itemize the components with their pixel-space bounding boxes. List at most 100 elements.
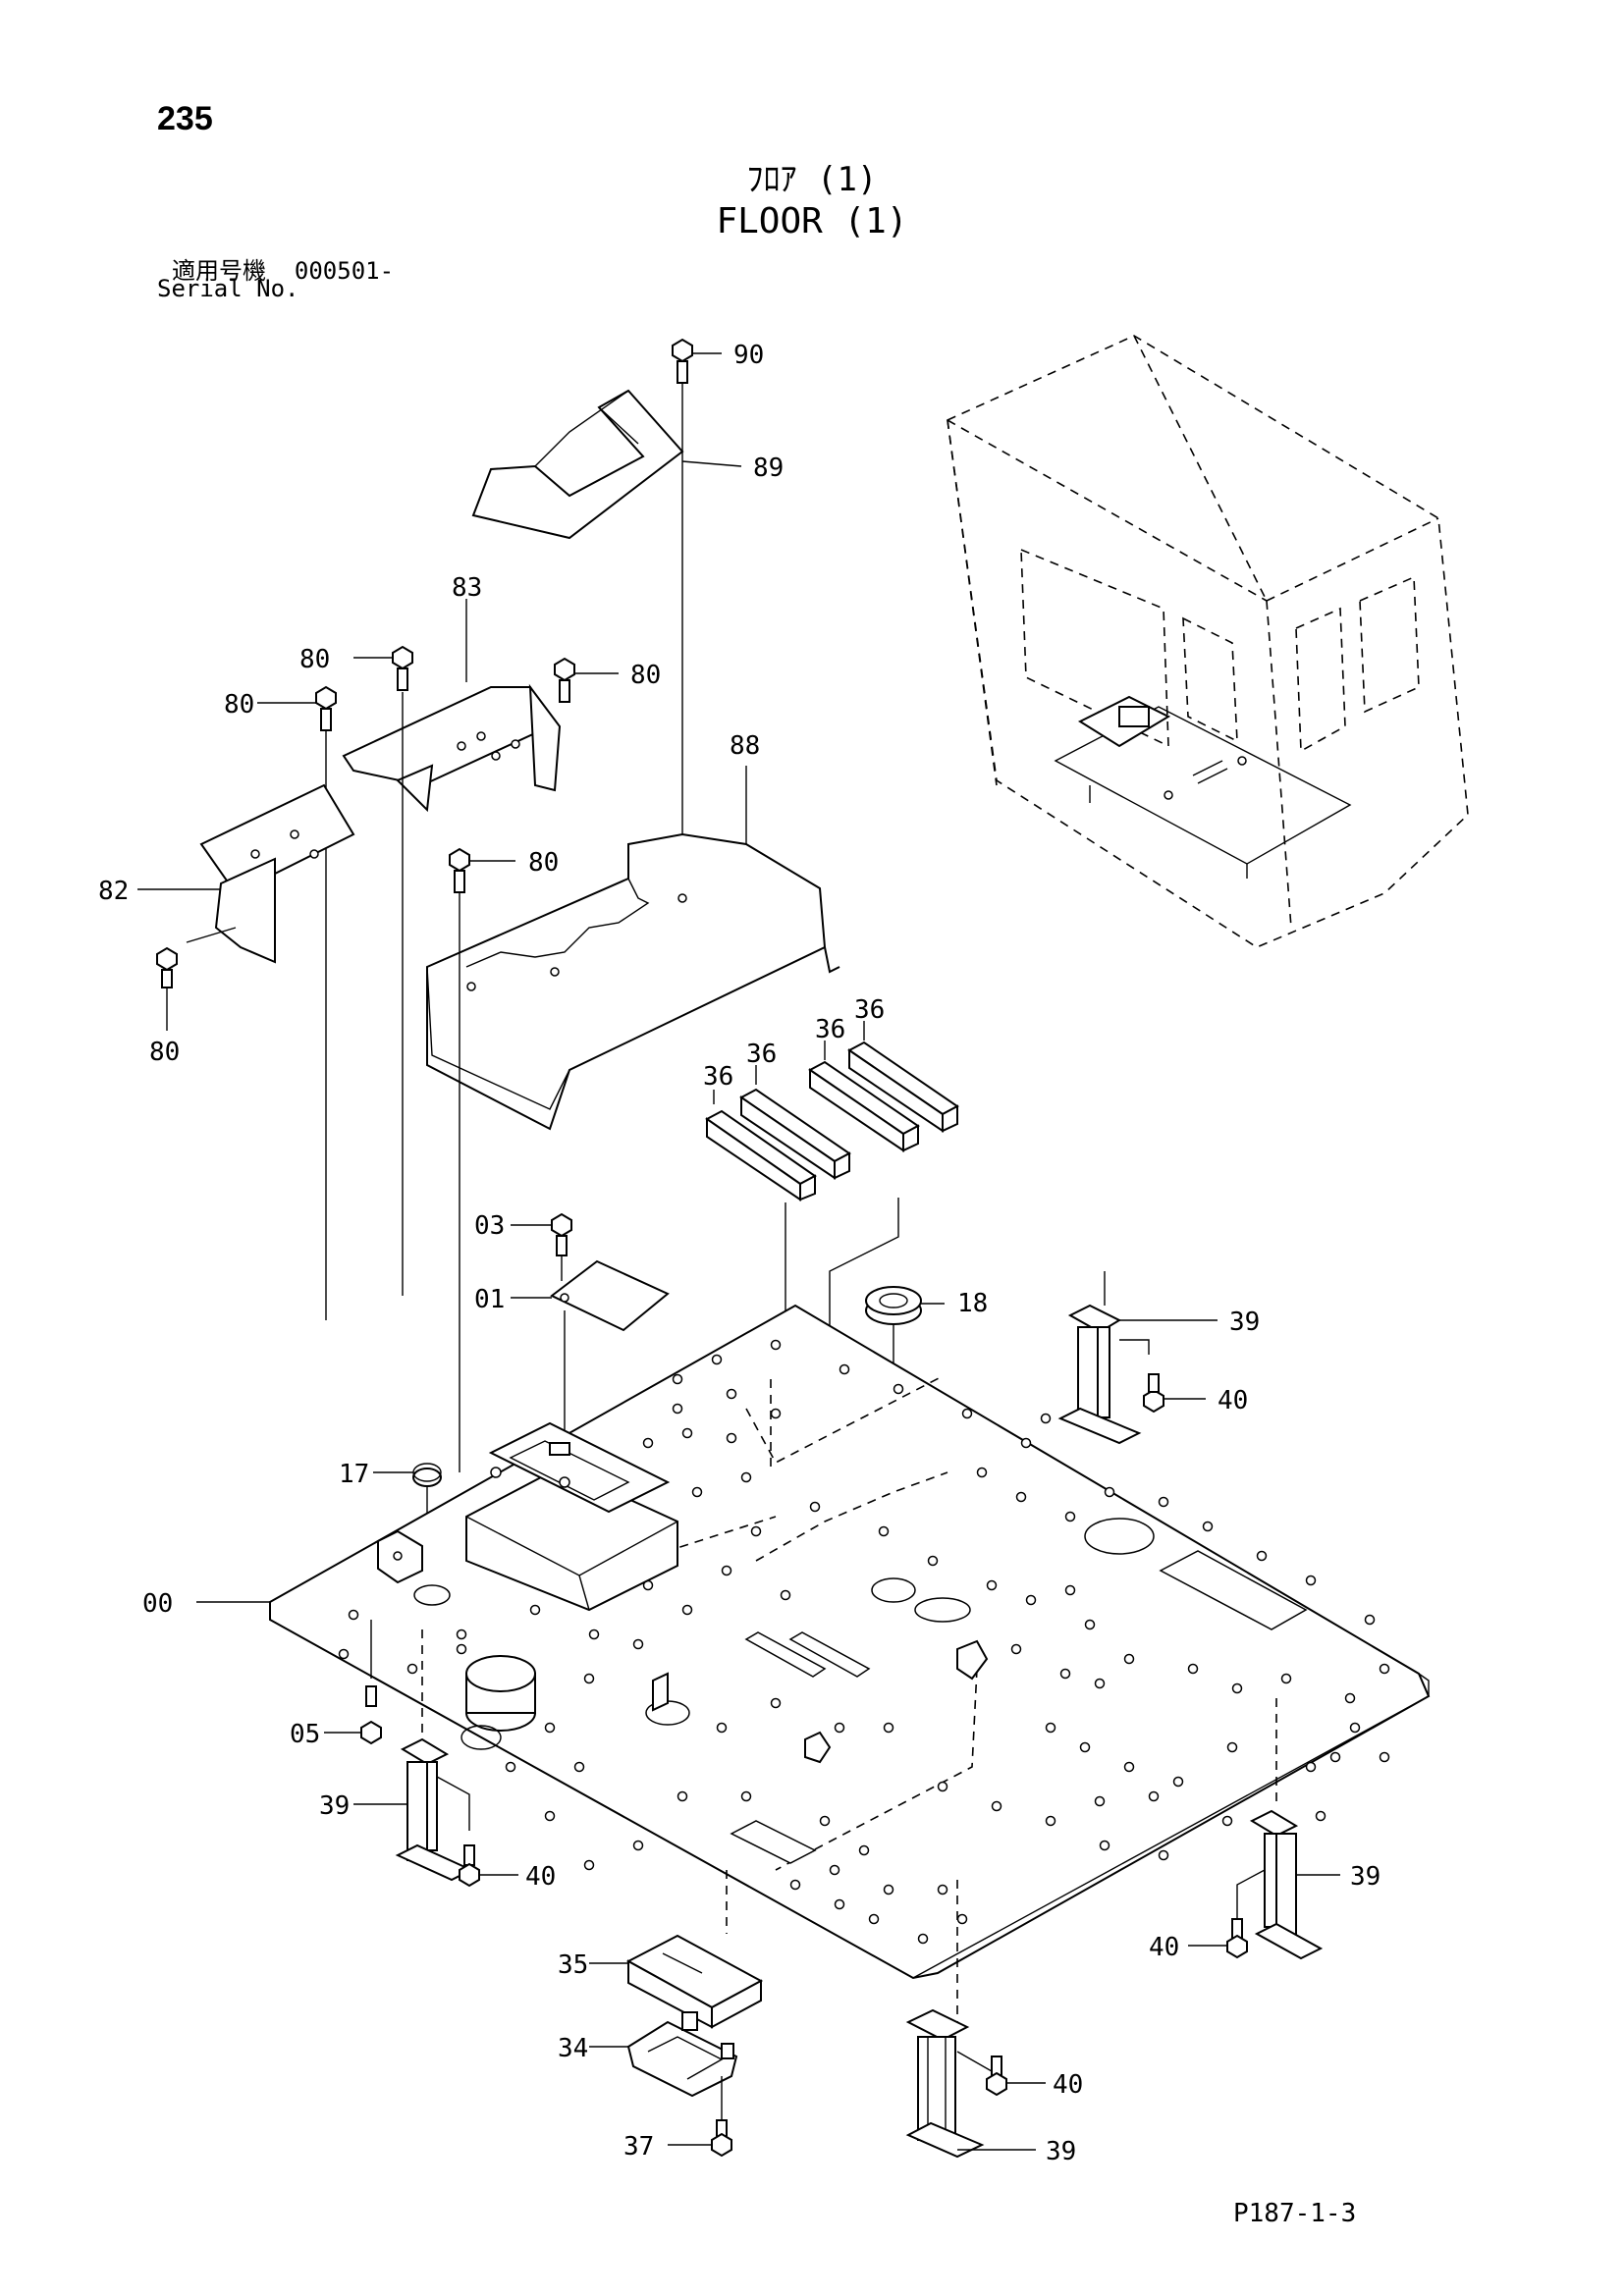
mounting-hole: [681, 1604, 693, 1616]
mounting-hole: [819, 1815, 831, 1827]
callout-37: 37: [623, 2132, 654, 2162]
callout-39-b: 39: [319, 1791, 350, 1821]
part-39-leg-lower-left: [353, 1629, 474, 1882]
callout-39-d: 39: [1046, 2137, 1076, 2166]
mounting-hole: [1099, 1840, 1110, 1851]
mounting-hole: [858, 1844, 870, 1856]
mounting-hole: [868, 1913, 880, 1925]
serial-value: 000501-: [294, 257, 395, 285]
callout-80-e: 80: [528, 848, 559, 878]
part-83-bracket: [342, 599, 562, 813]
callout-80-a: 80: [299, 645, 330, 674]
mounting-hole: [1305, 1575, 1317, 1586]
part-88-cover: [426, 766, 840, 1131]
mounting-holes: [338, 1339, 1390, 1945]
part-35-pad: [589, 1870, 764, 2029]
console-box: [465, 1421, 678, 1612]
mounting-hole: [1123, 1653, 1135, 1665]
mounting-hole: [986, 1579, 998, 1591]
mounting-hole: [672, 1373, 683, 1385]
part-05-bolt: [324, 1620, 382, 1745]
callout-39-a: 39: [1229, 1308, 1260, 1337]
mounting-hole: [406, 1663, 418, 1675]
mounting-hole: [632, 1840, 644, 1851]
mounting-hole: [1148, 1790, 1160, 1802]
part-80-bolt-d: [156, 946, 178, 1031]
mounting-hole: [1226, 1741, 1238, 1753]
part-39-leg-bottom: [905, 1880, 1036, 2159]
mounting-hole: [1349, 1722, 1361, 1734]
mounting-hole: [1364, 1614, 1376, 1626]
mounting-hole: [456, 1629, 467, 1640]
mounting-hole: [780, 1589, 791, 1601]
mounting-hole: [1079, 1741, 1091, 1753]
callout-82: 82: [98, 877, 129, 906]
mounting-hole: [588, 1629, 600, 1640]
mounting-hole: [1045, 1815, 1056, 1827]
callout-00: 00: [142, 1589, 173, 1619]
callout-80-c: 80: [224, 690, 254, 720]
mounting-hole: [750, 1525, 762, 1537]
serial-label-japanese: 適用号機: [172, 257, 266, 285]
mounting-hole: [809, 1501, 821, 1513]
mounting-hole: [711, 1354, 723, 1365]
title-english: FLOOR (1): [716, 201, 908, 241]
callout-39-c: 39: [1350, 1862, 1380, 1892]
mounting-hole: [677, 1790, 688, 1802]
part-39-leg-upper: [1057, 1271, 1218, 1445]
mounting-hole: [456, 1643, 467, 1655]
mounting-hole: [1172, 1776, 1184, 1788]
mounting-hole: [632, 1638, 644, 1650]
mounting-hole: [770, 1697, 782, 1709]
callout-36-d: 36: [854, 995, 885, 1025]
part-40-bolt-bottom: [986, 2056, 1046, 2097]
mounting-hole: [642, 1437, 654, 1449]
mounting-hole: [834, 1722, 845, 1734]
callout-36-b: 36: [746, 1040, 777, 1069]
mounting-hole: [1305, 1761, 1317, 1773]
mounting-hole: [1020, 1437, 1032, 1449]
callout-90: 90: [733, 341, 764, 370]
mounting-hole: [991, 1800, 1002, 1812]
plate-fittings: [377, 1529, 989, 1764]
mounting-hole: [1064, 1511, 1076, 1522]
part-80-bolt-c: [257, 685, 337, 1320]
part-34-clip: [589, 2011, 738, 2130]
mounting-hole: [740, 1790, 752, 1802]
mounting-hole: [1123, 1761, 1135, 1773]
callout-83: 83: [452, 573, 482, 603]
serial-line: 適用号機 000501-: [172, 251, 394, 286]
mounting-hole: [937, 1781, 948, 1792]
mounting-hole: [961, 1408, 973, 1419]
callout-40-a: 40: [1218, 1386, 1248, 1415]
callout-88: 88: [730, 731, 760, 761]
mounting-hole: [1104, 1486, 1115, 1498]
mounting-hole: [1315, 1810, 1326, 1822]
part-80-bolt-a: [353, 645, 413, 1296]
mounting-hole: [544, 1810, 556, 1822]
mounting-hole: [1379, 1751, 1390, 1763]
mounting-hole: [672, 1403, 683, 1415]
mounting-hole: [927, 1555, 939, 1567]
serial-label-english: Serial No.: [157, 275, 299, 302]
mounting-hole: [1059, 1668, 1071, 1680]
part-40-bolt-lower-right: [1188, 1918, 1248, 1959]
mounting-hole: [1221, 1815, 1233, 1827]
part-90-bolt: [672, 338, 722, 384]
mounting-hole: [937, 1884, 948, 1896]
mounting-hole: [1158, 1496, 1169, 1508]
part-40-bolt-upper: [1143, 1373, 1206, 1414]
mounting-hole: [1094, 1678, 1106, 1689]
mounting-hole: [878, 1525, 890, 1537]
mounting-hole: [1064, 1584, 1076, 1596]
part-03-bolt: [511, 1212, 572, 1281]
mounting-hole: [1329, 1751, 1341, 1763]
mounting-hole: [583, 1673, 595, 1684]
callout-17: 17: [339, 1460, 369, 1489]
mounting-hole: [348, 1609, 359, 1621]
cab-reference-view: [947, 335, 1469, 948]
mounting-hole: [691, 1486, 703, 1498]
title-japanese: ﾌﾛｱ (1): [746, 160, 878, 199]
part-80-bolt-e: [449, 847, 515, 1472]
